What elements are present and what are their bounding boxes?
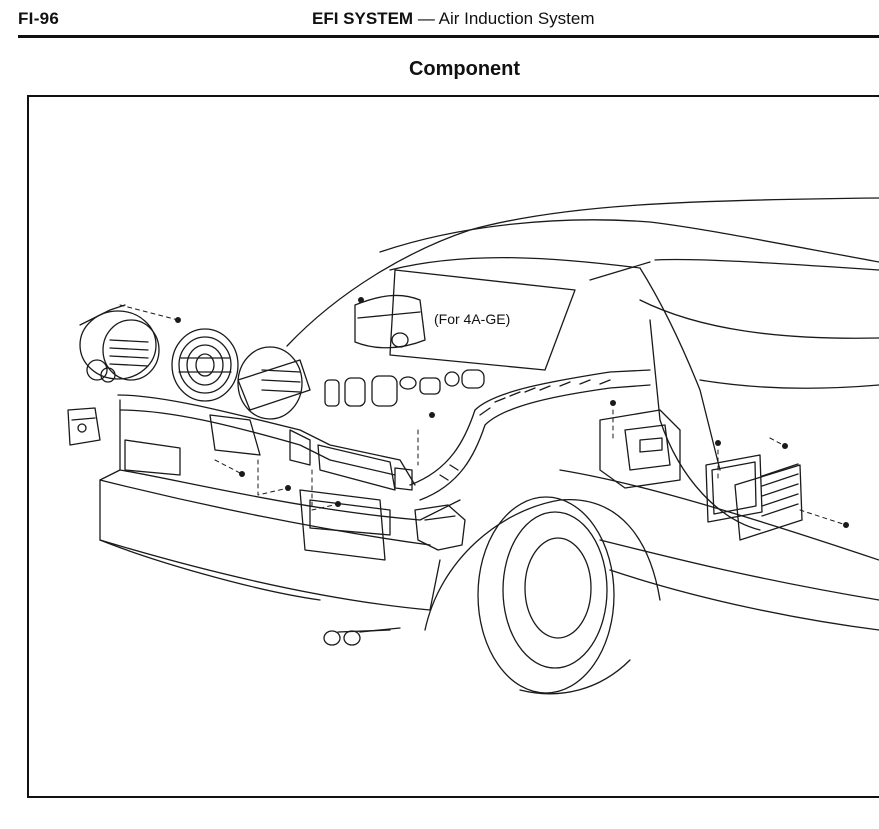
section-title: Component <box>408 58 521 80</box>
header-title: EFI SYSTEM — Air Induction System <box>312 9 595 29</box>
car-side-panel <box>559 299 879 631</box>
callout-4a-ge: (For 4A-GE) <box>434 311 511 327</box>
subsection-name: Air Induction System <box>438 9 595 28</box>
lower-left-bracket <box>414 504 466 551</box>
intake-hose <box>409 369 651 501</box>
header-separator: — <box>417 9 435 28</box>
rear-window <box>389 269 576 371</box>
left-air-duct <box>117 394 416 491</box>
figure-frame <box>27 95 879 798</box>
page-code: FI-96 <box>18 9 60 28</box>
side-intake-bracket <box>599 409 681 489</box>
air-filter-element <box>171 328 239 402</box>
car-roof-outline <box>286 197 879 471</box>
rear-wheel <box>424 496 661 695</box>
page-header: FI-96 EFI SYSTEM — Air Induction System <box>0 0 879 40</box>
leader-lines <box>119 304 847 526</box>
side-intake-grille <box>734 463 803 541</box>
left-blower-housing <box>79 304 160 383</box>
rear-body-panel <box>99 399 461 611</box>
exhaust-pipes <box>323 627 401 646</box>
header-rule <box>18 35 879 38</box>
side-grille-gasket <box>705 454 763 523</box>
section-name: EFI SYSTEM <box>312 9 414 28</box>
fan-cover <box>237 346 311 420</box>
hose-clamp-row <box>324 369 485 407</box>
screw-markers <box>175 297 849 528</box>
left-bracket <box>67 407 101 446</box>
optional-air-box <box>354 294 426 349</box>
